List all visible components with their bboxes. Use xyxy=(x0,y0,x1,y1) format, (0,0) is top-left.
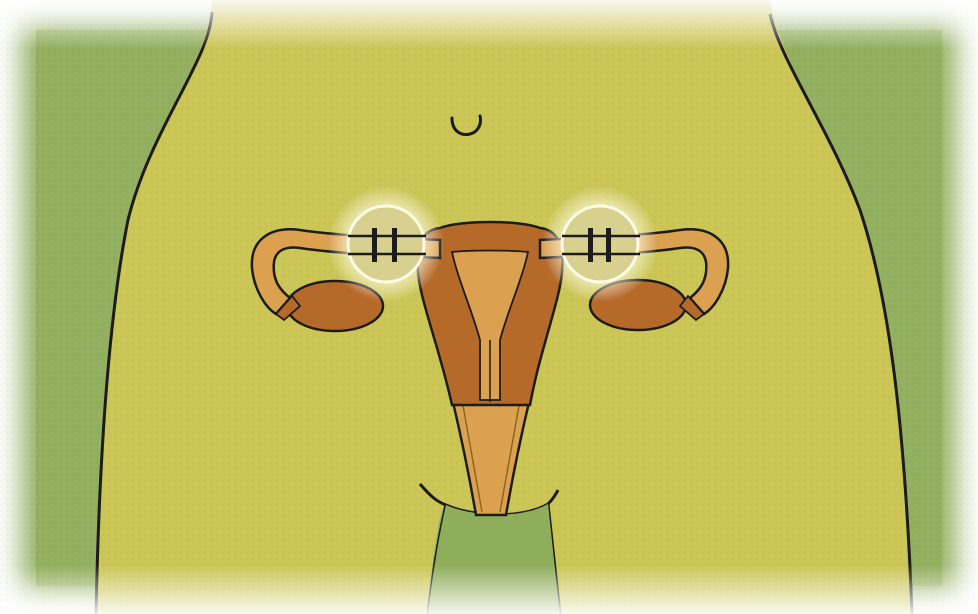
illustration-canvas xyxy=(0,0,978,614)
tubal-ligation-illustration xyxy=(0,0,978,614)
